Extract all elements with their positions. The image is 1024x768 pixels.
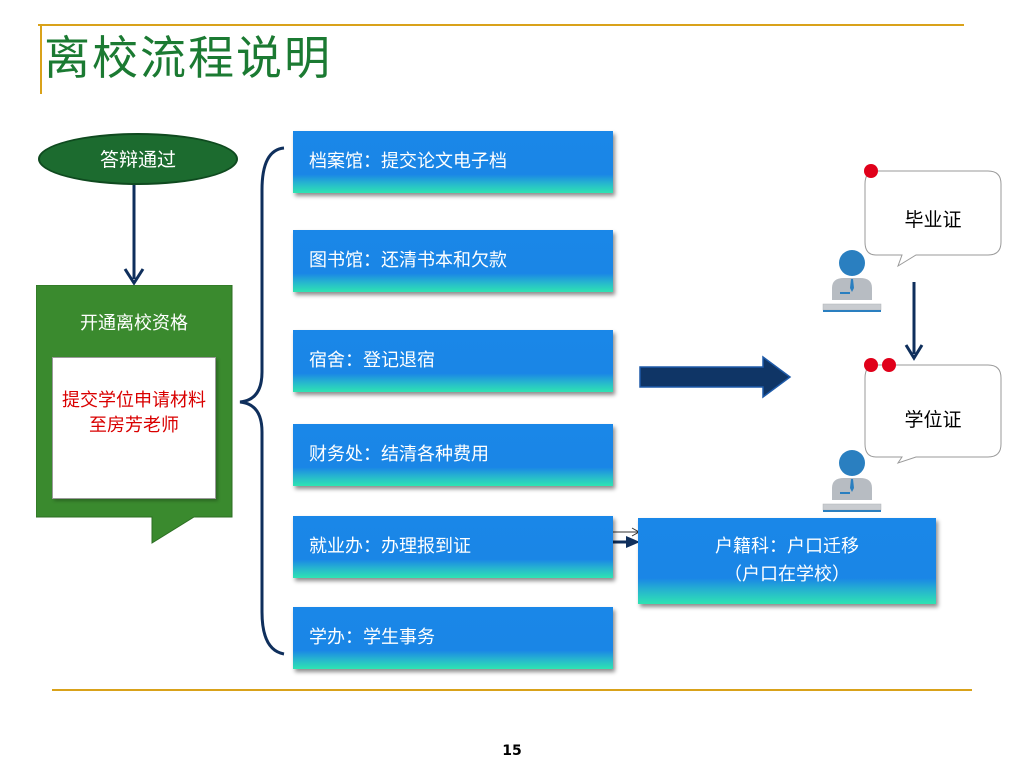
dept-library: 图书馆：还清书本和欠款 (293, 230, 613, 292)
top-rule (38, 24, 964, 26)
qualification-label: 开通离校资格 (80, 313, 188, 334)
dept-archives: 档案馆：提交论文电子档 (293, 131, 613, 193)
red-dot-icon (864, 358, 878, 372)
start-node: 答辩通过 (38, 133, 238, 185)
degree-cert-label: 学位证 (904, 409, 962, 431)
page-number: 15 (502, 743, 522, 759)
dept-dormitory: 宿舍：登记退宿 (293, 330, 613, 392)
qualification-note: 提交学位申请材料至房芳老师 (52, 357, 216, 499)
dept-student-affairs: 学办：学生事务 (293, 607, 613, 669)
cert-down-arrow (904, 282, 924, 361)
degree-bubble-shape (864, 364, 1002, 464)
household-registry-box: 户籍科：户口迁移 （户口在学校） (638, 518, 936, 604)
red-dot-icon (882, 358, 896, 372)
graduation-cert-label: 毕业证 (904, 209, 962, 231)
curly-brace (239, 146, 285, 656)
household-line2: （户口在学校） (724, 564, 850, 585)
bottom-rule (52, 689, 972, 691)
title-side-rule (40, 24, 42, 94)
dept-finance: 财务处：结清各种费用 (293, 424, 613, 486)
red-dot-icon (864, 164, 878, 178)
household-line1: 户籍科：户口迁移 (715, 536, 859, 557)
start-down-arrow (123, 185, 145, 286)
dept-employment: 就业办：办理报到证 (293, 516, 613, 578)
qualification-callout: 开通离校资格 提交学位申请材料至房芳老师 (36, 285, 236, 545)
slide-title: 离校流程说明 (44, 31, 332, 85)
graduation-bubble-shape (864, 170, 1002, 268)
person-at-desk-icon (822, 450, 882, 512)
to-certificates-arrow (639, 355, 792, 399)
person-at-desk-icon (822, 250, 882, 312)
